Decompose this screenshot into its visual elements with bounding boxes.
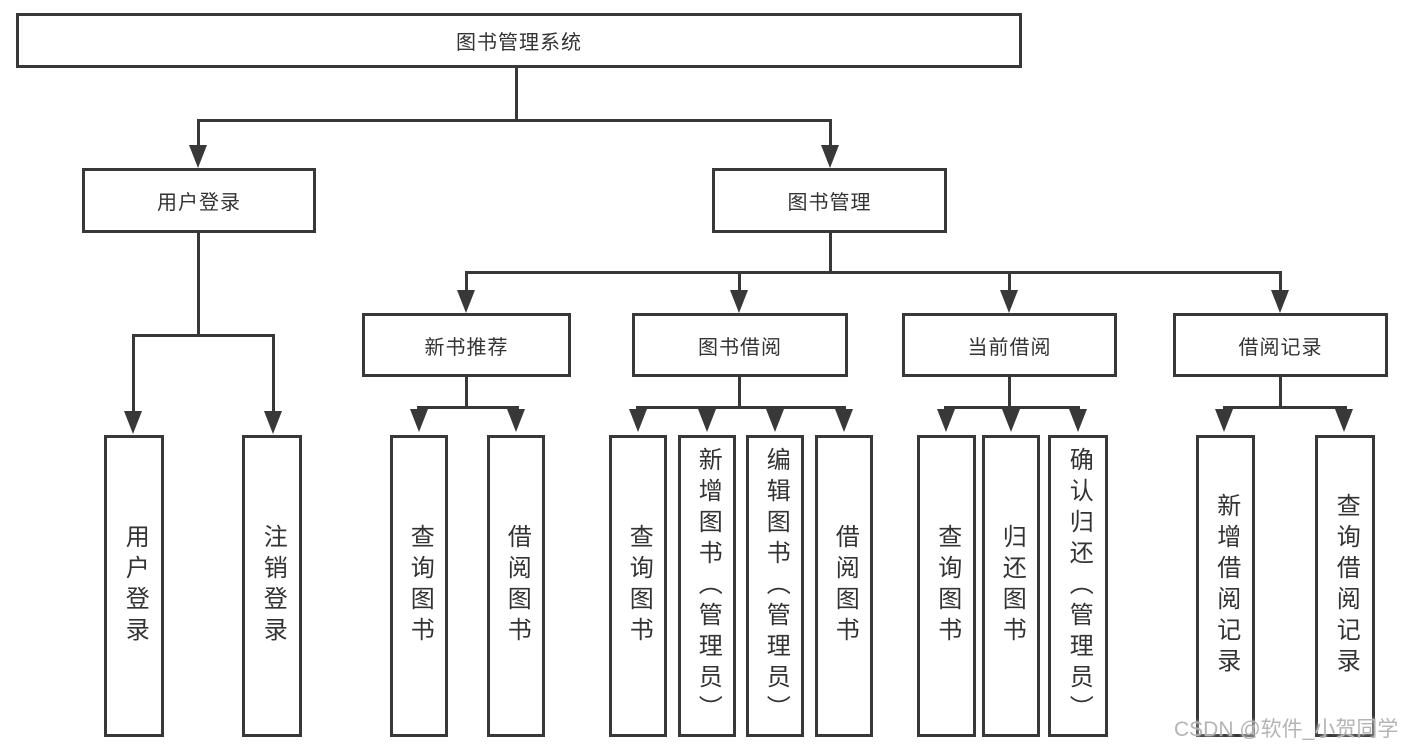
arrowhead-down-icon [410,409,428,432]
arrowhead-down-icon [1000,290,1018,313]
node-label: 新书推荐 [424,336,509,359]
connector-vline [132,334,135,412]
node-label: 确认归还（管理员） [1065,446,1093,726]
leaf-user-login: 用户登录 [104,435,164,737]
arrowhead-down-icon [698,409,716,432]
connector-hline [636,406,846,409]
node-borrowing-records: 借阅记录 [1173,313,1388,377]
node-book-borrowing: 图书借阅 [632,313,848,377]
connector-vline [738,271,741,292]
node-book-management: 图书管理 [712,168,947,233]
connector-vline [1008,271,1011,292]
node-library-management-system: 图书管理系统 [16,13,1022,68]
connector-hline [1223,406,1347,409]
connector-hline [132,334,275,337]
leaf-borrow-books-borrowing: 借阅图书 [815,435,873,737]
connector-hline [197,119,832,122]
node-label: 查询图书 [406,524,434,648]
arrowhead-down-icon [821,145,839,168]
leaf-query-books-recommend: 查询图书 [390,435,448,737]
node-label: 用户登录 [121,524,149,648]
watermark: CSDN @软件_小贺同学 [1174,718,1399,741]
node-label: 新增借阅记录 [1212,493,1240,679]
arrowhead-down-icon [835,409,853,432]
arrowhead-down-icon [507,409,525,432]
node-label: 借阅图书 [503,524,531,648]
arrowhead-down-icon [1215,409,1233,432]
arrowhead-down-icon [629,409,647,432]
node-new-book-recommend: 新书推荐 [362,313,571,377]
leaf-add-borrow-record: 新增借阅记录 [1196,435,1255,737]
arrowhead-down-icon [1069,409,1087,432]
connector-vline [272,334,275,412]
leaf-logout-login: 注销登录 [242,435,302,737]
node-label: 查询图书 [625,524,653,648]
arrowhead-down-icon [457,290,475,313]
node-label: 归还图书 [998,524,1026,648]
connector-vline [1279,377,1282,408]
leaf-query-borrow-record: 查询借阅记录 [1315,435,1375,737]
node-user-login: 用户登录 [82,168,316,233]
connector-vline [1008,377,1011,408]
arrowhead-down-icon [730,290,748,313]
leaf-confirm-return-admin: 确认归还（管理员） [1048,435,1108,737]
leaf-query-books-borrowing: 查询图书 [609,435,667,737]
connector-hline [944,406,1080,409]
node-label: 图书借阅 [698,336,782,359]
arrowhead-down-icon [766,409,784,432]
connector-vline [465,271,468,292]
arrowhead-down-icon [124,411,142,434]
connector-vline [515,66,518,122]
node-current-borrowing: 当前借阅 [902,313,1117,377]
connector-vline [738,377,741,408]
arrowhead-down-icon [189,145,207,168]
node-label: 图书管理系统 [456,32,582,54]
leaf-query-books-current: 查询图书 [917,435,976,737]
arrowhead-down-icon [1002,409,1020,432]
leaf-borrow-books-recommend: 借阅图书 [487,435,545,737]
leaf-edit-books-admin: 编辑图书（管理员） [746,435,804,737]
node-label: 图书管理 [787,192,872,214]
leaf-return-books: 归还图书 [982,435,1040,737]
node-label: 编辑图书（管理员） [762,446,790,726]
arrowhead-down-icon [264,411,282,434]
node-label: 查询图书 [933,524,961,648]
node-label: 注销登录 [259,524,287,648]
connector-vline [197,119,200,147]
connector-vline [829,233,832,273]
node-label: 查询借阅记录 [1332,493,1360,679]
node-label: 当前借阅 [967,336,1052,359]
connector-vline [197,233,200,336]
node-label: 新增图书（管理员） [694,446,722,726]
node-label: 借阅图书 [831,524,859,648]
connector-hline [417,406,519,409]
connector-vline [1279,271,1282,292]
node-label: 借阅记录 [1238,336,1323,359]
connector-hline [465,271,1282,274]
connector-vline [465,377,468,408]
connector-vline [829,119,832,147]
arrowhead-down-icon [1271,290,1289,313]
arrowhead-down-icon [1335,409,1353,432]
node-label: 用户登录 [157,192,241,214]
leaf-add-books-admin: 新增图书（管理员） [678,435,736,737]
arrowhead-down-icon [937,409,955,432]
